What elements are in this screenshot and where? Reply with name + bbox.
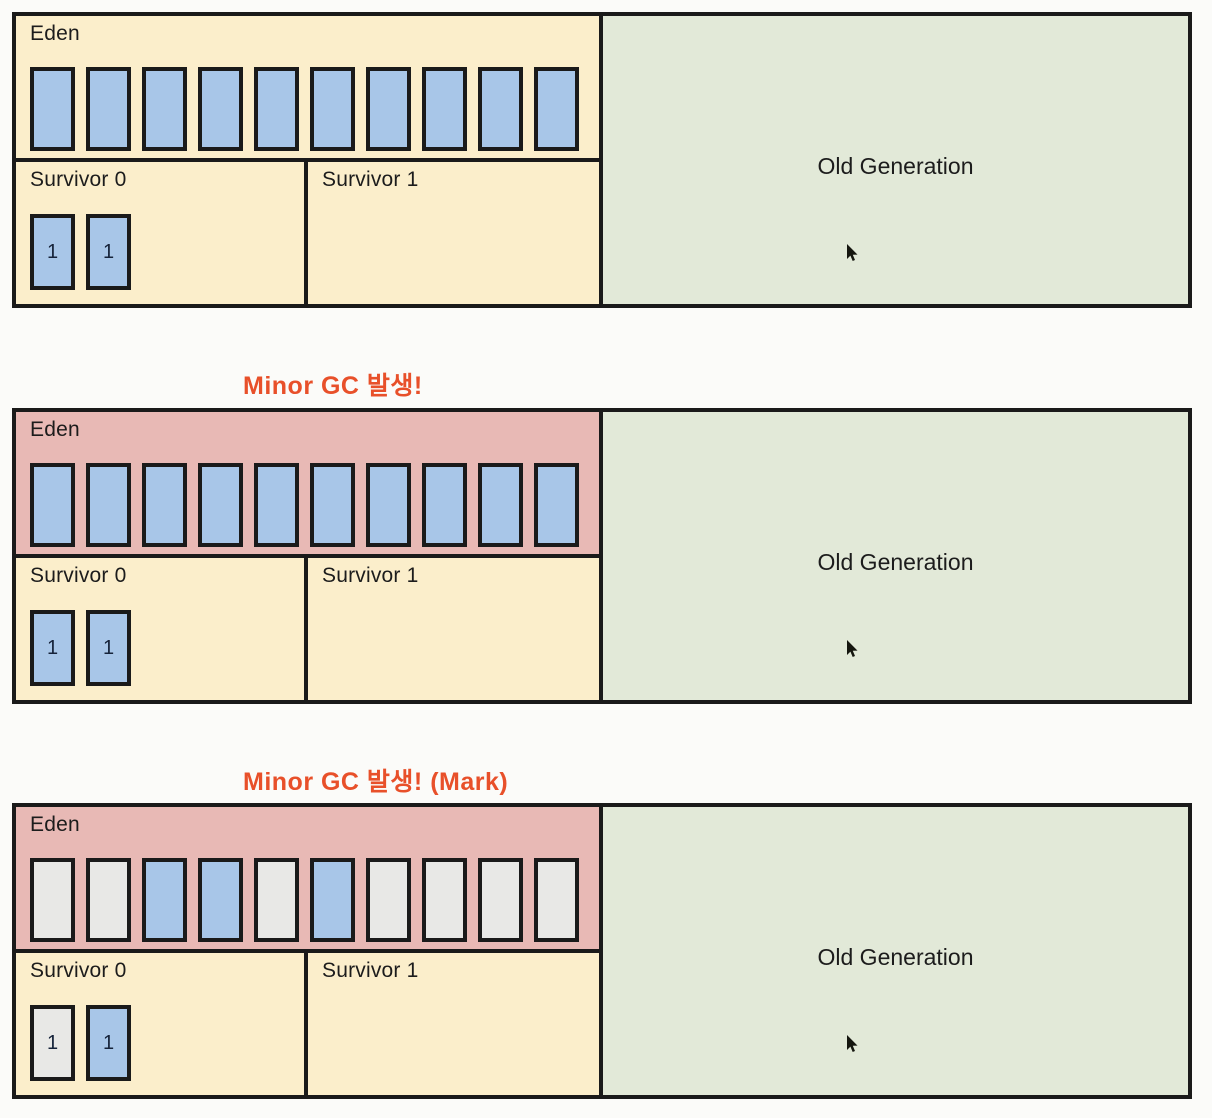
- survivor1-label: Survivor 1: [322, 959, 419, 982]
- survivor1-label: Survivor 1: [322, 168, 419, 191]
- survivor0-label: Survivor 0: [30, 959, 127, 982]
- eden-region-2: Eden: [16, 412, 599, 558]
- eden-label: Eden: [30, 813, 80, 836]
- mouse-cursor-1: [846, 244, 859, 262]
- object-box: [30, 463, 75, 547]
- object-box: 1: [86, 1005, 131, 1081]
- object-box: [366, 463, 411, 547]
- caption-minor-gc: Minor GC 발생!: [243, 372, 423, 400]
- eden-region-3: Eden: [16, 807, 599, 953]
- object-box: [254, 67, 299, 151]
- object-box: [422, 463, 467, 547]
- object-box: [86, 67, 131, 151]
- caption-minor-gc-mark: Minor GC 발생! (Mark): [243, 768, 509, 796]
- object-box: 1: [30, 214, 75, 290]
- old-generation-region-3: Old Generation: [603, 807, 1188, 1095]
- object-box: [422, 858, 467, 942]
- survivor1-region-3: Survivor 1: [308, 953, 599, 1095]
- object-box: [534, 858, 579, 942]
- eden-label: Eden: [30, 22, 80, 45]
- object-box: [478, 67, 523, 151]
- object-box: [142, 67, 187, 151]
- eden-object-slots-3: [30, 858, 579, 942]
- object-box: [366, 858, 411, 942]
- object-box: [254, 463, 299, 547]
- object-box: [478, 463, 523, 547]
- object-box: [198, 463, 243, 547]
- object-box: [198, 67, 243, 151]
- object-box: [86, 463, 131, 547]
- object-box: [534, 463, 579, 547]
- object-box: [478, 858, 523, 942]
- survivor1-label: Survivor 1: [322, 564, 419, 587]
- mouse-cursor-3: [846, 1035, 859, 1053]
- object-box: [310, 67, 355, 151]
- survivor1-region-2: Survivor 1: [308, 558, 599, 700]
- object-box: [198, 858, 243, 942]
- eden-object-slots-1: [30, 67, 579, 151]
- object-box: [30, 858, 75, 942]
- survivor1-region-1: Survivor 1: [308, 162, 599, 304]
- object-box: [366, 67, 411, 151]
- object-box: [86, 858, 131, 942]
- object-box: [254, 858, 299, 942]
- eden-label: Eden: [30, 418, 80, 441]
- object-box: [310, 463, 355, 547]
- object-box: [422, 67, 467, 151]
- object-box: 1: [30, 610, 75, 686]
- object-box: [534, 67, 579, 151]
- old-generation-region-1: Old Generation: [603, 16, 1188, 304]
- object-box: [310, 858, 355, 942]
- object-box: 1: [86, 214, 131, 290]
- survivor0-label: Survivor 0: [30, 168, 127, 191]
- mouse-cursor-2: [846, 640, 859, 658]
- old-generation-region-2: Old Generation: [603, 412, 1188, 700]
- object-box: 1: [86, 610, 131, 686]
- eden-region-1: Eden: [16, 16, 599, 162]
- old-generation-label: Old Generation: [817, 153, 974, 179]
- survivor0-label: Survivor 0: [30, 564, 127, 587]
- old-generation-label: Old Generation: [817, 944, 974, 970]
- eden-object-slots-2: [30, 463, 579, 547]
- object-box: [142, 858, 187, 942]
- object-box: [142, 463, 187, 547]
- object-box: [30, 67, 75, 151]
- old-generation-label: Old Generation: [817, 549, 974, 575]
- object-box: 1: [30, 1005, 75, 1081]
